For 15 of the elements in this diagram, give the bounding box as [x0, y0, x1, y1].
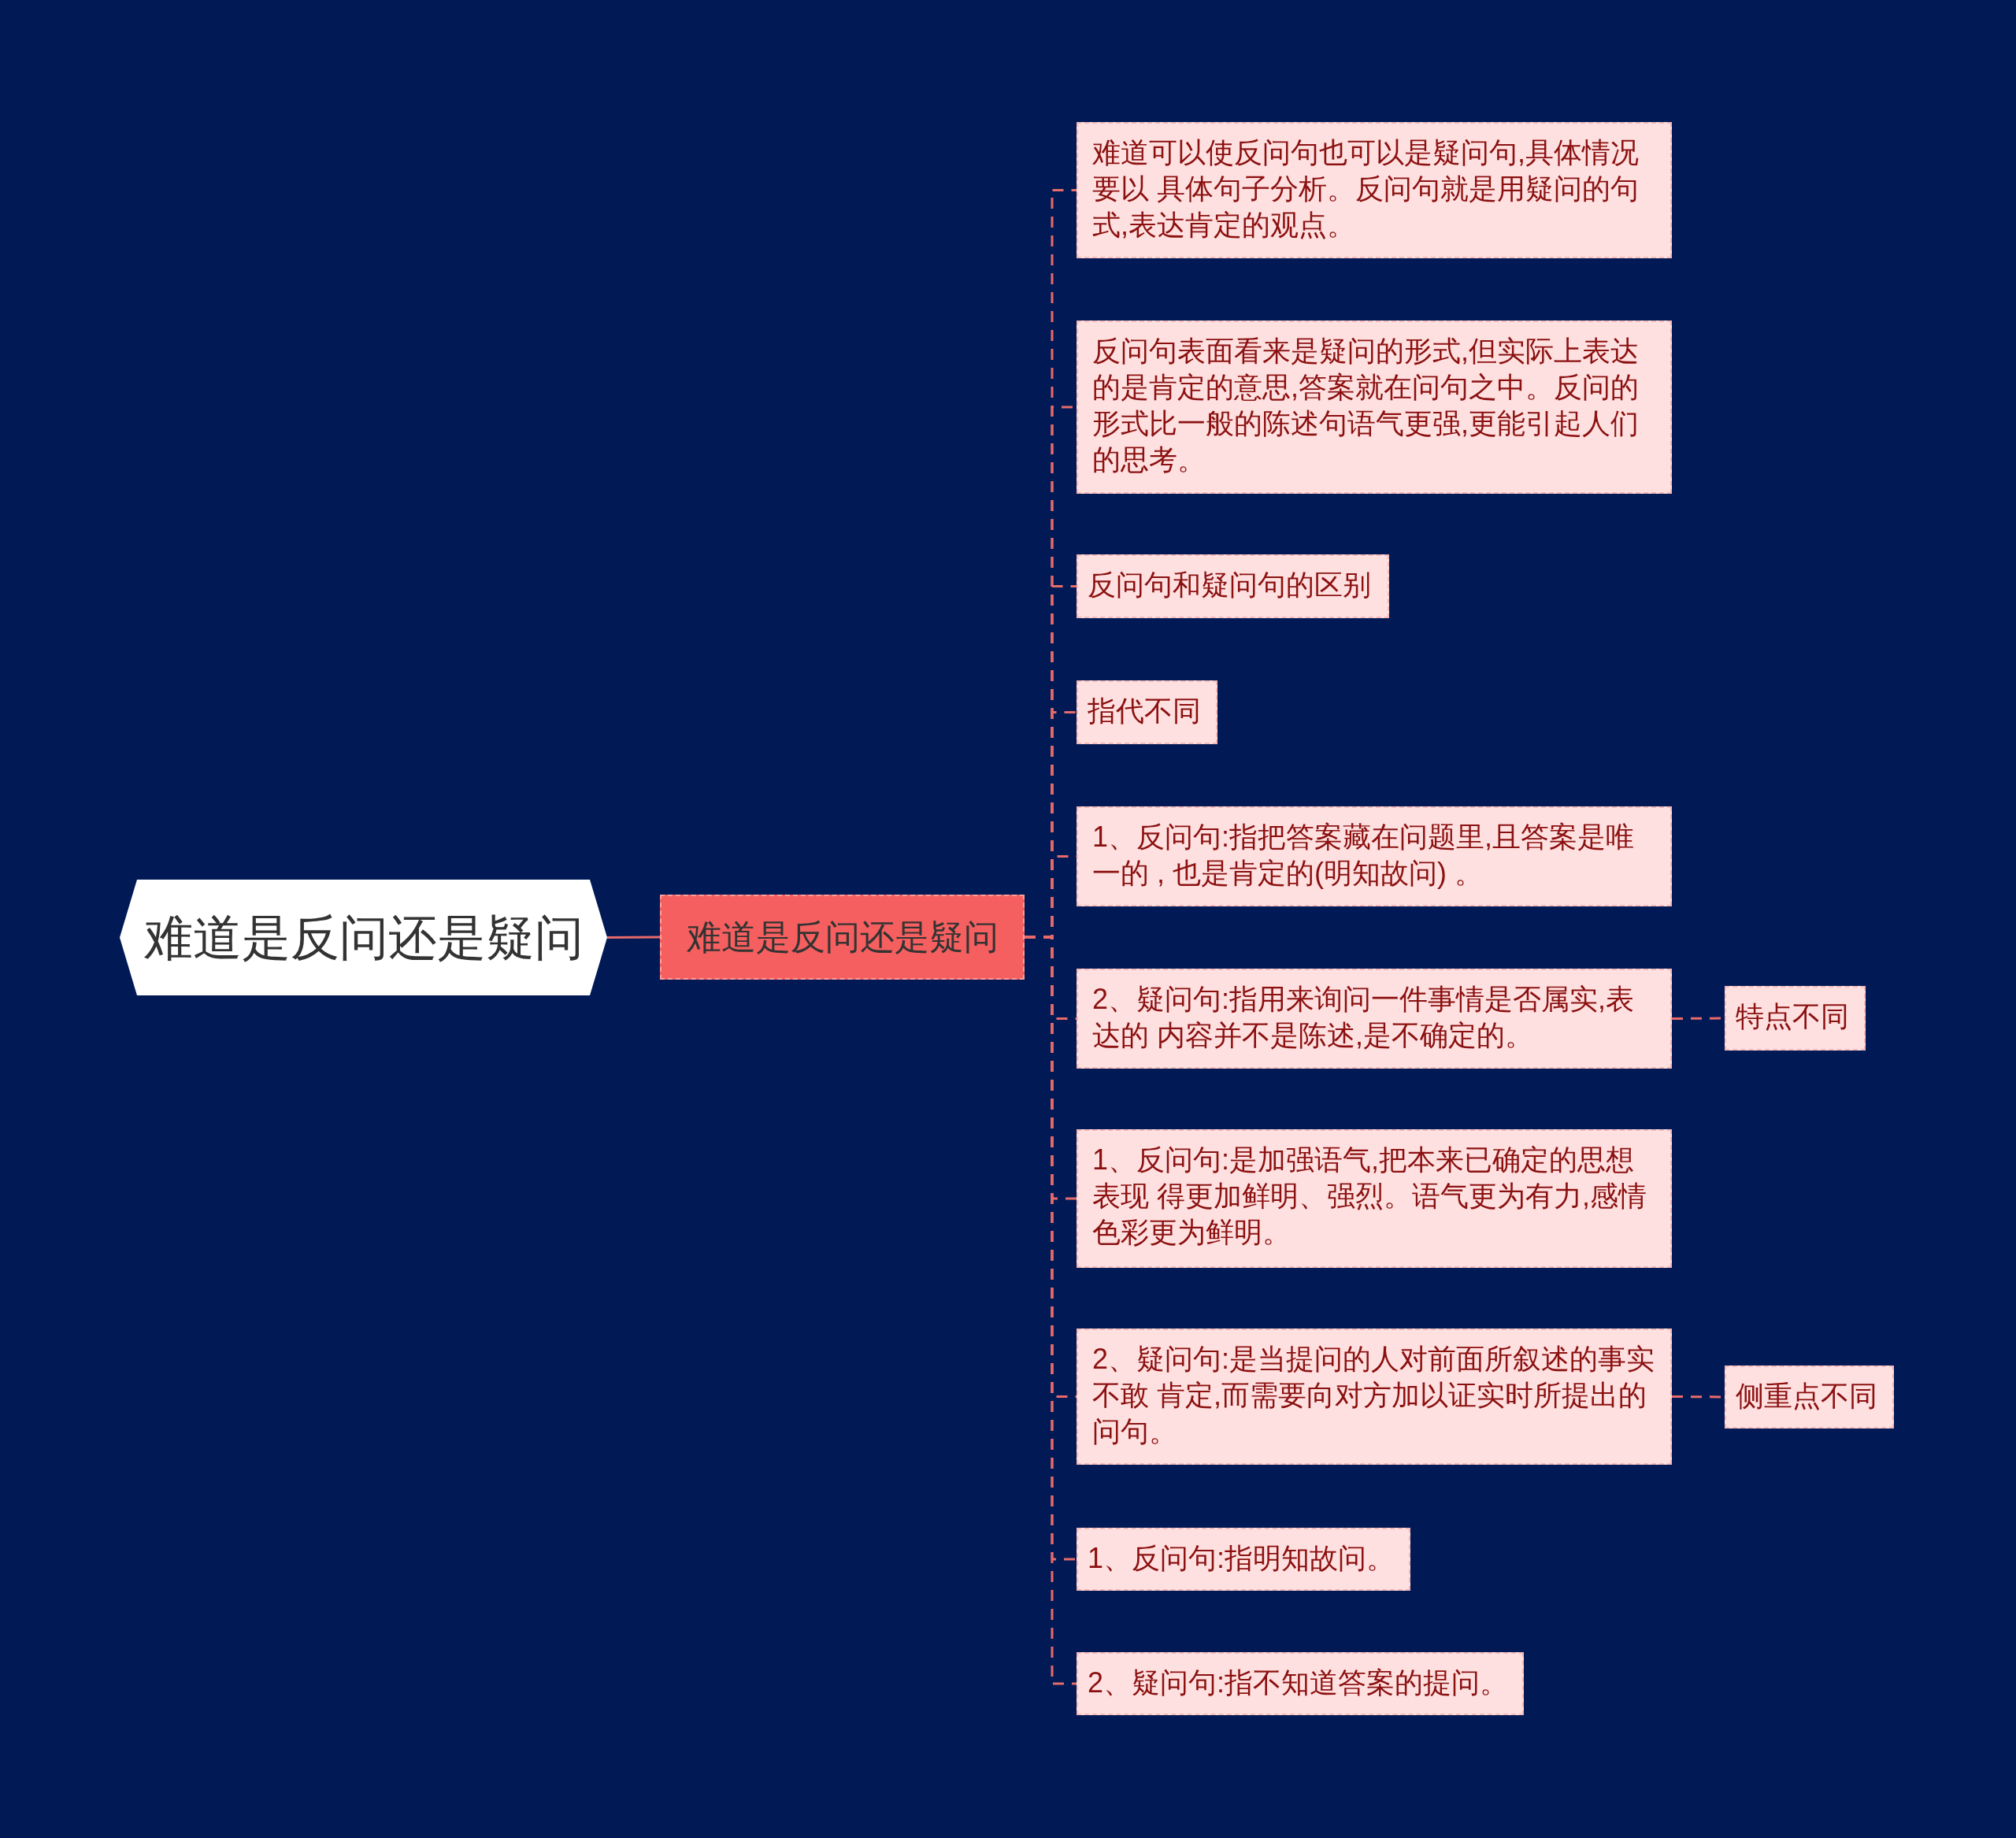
topic-box: 难道是反问还是疑问	[660, 895, 1025, 980]
text-box: 侧重点不同	[1725, 1366, 1894, 1429]
text-box: 特点不同	[1725, 986, 1866, 1051]
text-box: 1、反问句:是加强语气,把本来已确定的思想表现 得更加鲜明、强烈。语气更为有力,感情色彩更为鲜明。	[1077, 1129, 1672, 1268]
text-box: 2、疑问句:是当提问的人对前面所叙述的事实不敢 肯定,而需要向对方加以证实时所提出的问句。	[1077, 1328, 1672, 1465]
text-box: 指代不同	[1077, 680, 1217, 744]
text-box: 难道可以使反问句也可以是疑问句,具体情况要以 具体句子分析。反问句就是用疑问的句式,表达肯定的观点。	[1077, 122, 1672, 258]
text-box: 2、疑问句:指用来询问一件事情是否属实,表达的 内容并不是陈述,是不确定的。	[1077, 969, 1672, 1069]
text-box: 1、反问句:指明知故问。	[1077, 1528, 1410, 1591]
connector	[607, 936, 660, 939]
topic-hexagon: 难道是反问还是疑问	[120, 880, 607, 995]
text-box: 1、反问句:指把答案藏在问题里,且答案是唯一的 , 也是肯定的(明知故问) 。	[1077, 806, 1672, 906]
text-box: 反问句和疑问句的区别	[1077, 554, 1389, 618]
text-box: 2、疑问句:指不知道答案的提问。	[1077, 1652, 1524, 1715]
text-box: 反问句表面看来是疑问的形式,但实际上表达的是肯定的意思,答案就在问句之中。反问的形式比一般的陈述句语气更强,更能引起人们的思考。	[1077, 321, 1672, 494]
